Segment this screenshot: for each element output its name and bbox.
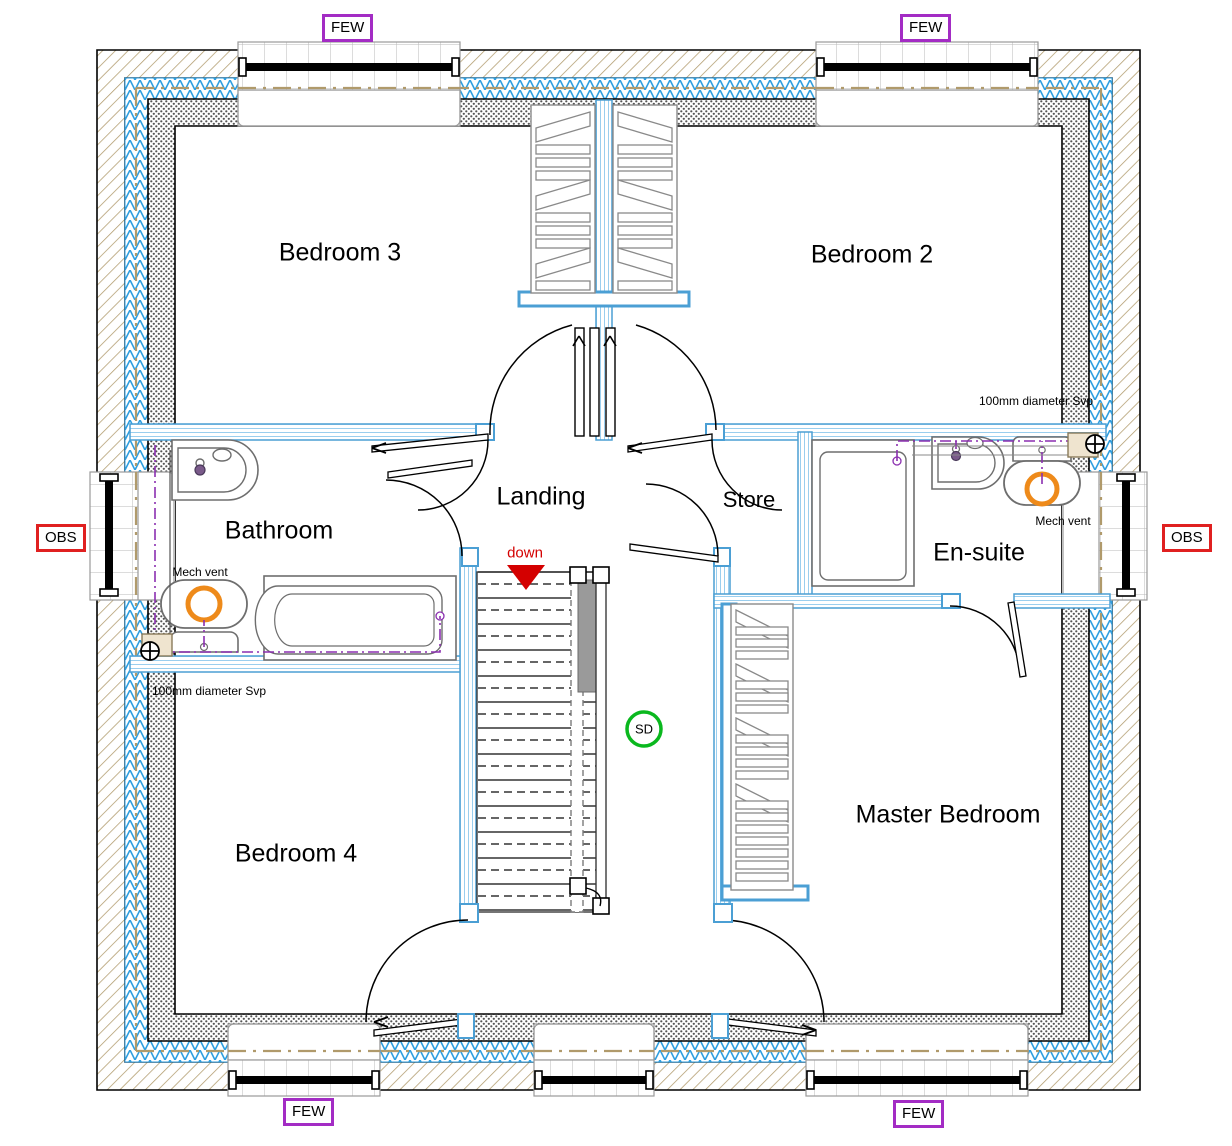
annotation-mech-vent-bathroom: Mech vent [172, 565, 228, 579]
room-label-landing: Landing [496, 482, 586, 511]
room-label-bedroom4: Bedroom 4 [234, 839, 358, 868]
ensuite-basin [931, 436, 1005, 490]
door-master [711, 903, 825, 1039]
badge-obs-right[interactable]: OBS [1162, 524, 1212, 552]
door-bedroom4 [365, 903, 479, 1039]
bathroom-bath [254, 575, 457, 661]
window-bedroom4-south-b [533, 1023, 655, 1097]
badge-few-bottom-right[interactable]: FEW [893, 1100, 945, 1128]
stair-down-arrow [507, 565, 545, 590]
badge-few-top-right[interactable]: FEW [900, 14, 952, 42]
door-bedroom3 [371, 423, 495, 511]
room-label-master-bedroom: Master Bedroom [855, 800, 1041, 829]
bathroom-fixtures [140, 439, 457, 661]
landing-double-doors [489, 324, 717, 437]
windows [89, 41, 1148, 1097]
window-bedroom3-north [237, 41, 461, 127]
room-label-ensuite: En-suite [933, 538, 1025, 567]
door-ensuite [941, 593, 1027, 678]
annotation-svp-ensuite: 100mm diameter Svp [978, 394, 1094, 408]
ensuite-fixtures [811, 432, 1105, 587]
window-bedroom2-north [815, 41, 1039, 127]
wardrobe-bedroom3 [530, 104, 596, 294]
ensuite-svp-run [896, 440, 1092, 484]
bathroom-svp-run [154, 445, 441, 653]
door-bathroom [385, 479, 479, 567]
door-store-leaf [629, 543, 719, 563]
room-label-bedroom3: Bedroom 3 [278, 238, 402, 267]
wardrobe-bedroom2 [612, 104, 678, 294]
bathroom-basin [171, 439, 259, 501]
smoke-detector-symbol [625, 710, 663, 748]
annotation-mech-vent-ensuite: Mech vent [1035, 514, 1091, 528]
ensuite-svp-symbol [1067, 432, 1105, 458]
doors [365, 324, 1027, 1039]
badge-few-bottom-left[interactable]: FEW [283, 1098, 335, 1126]
badge-few-top-left[interactable]: FEW [322, 14, 374, 42]
smoke-detector-label: SD [634, 721, 654, 737]
annotation-stair-down: down [507, 544, 543, 562]
wardrobe-master [730, 603, 794, 891]
window-bathroom-west [89, 471, 175, 601]
room-label-bedroom2: Bedroom 2 [810, 240, 934, 269]
room-label-bathroom: Bathroom [224, 516, 334, 545]
window-bedroom4-south-a [227, 1023, 381, 1097]
annotation-svp-bathroom: 100mm diameter Svp [151, 684, 267, 698]
window-ensuite-east [1062, 471, 1148, 601]
staircase [476, 565, 610, 915]
window-master-south-a [805, 1023, 1029, 1097]
room-label-store: Store [722, 487, 776, 512]
door-bathroom-leaf [387, 459, 473, 479]
ensuite-shower [811, 439, 915, 587]
bathroom-svp-symbol [140, 633, 173, 661]
badge-obs-left[interactable]: OBS [36, 524, 86, 552]
wardrobes [530, 104, 794, 891]
door-bedroom2 [627, 423, 783, 511]
